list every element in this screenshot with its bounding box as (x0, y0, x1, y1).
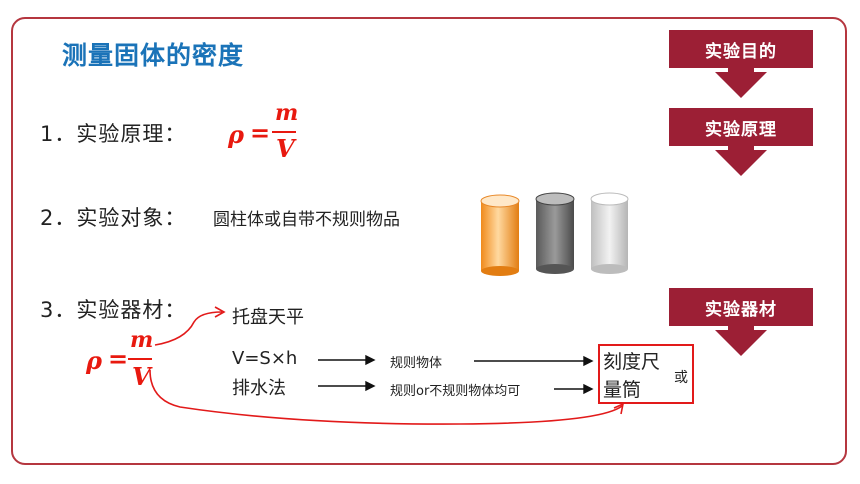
formula2-equals: = (108, 344, 129, 373)
side-arrow-stem-3 (728, 326, 754, 332)
measuring-tools-box (598, 344, 694, 404)
side-arrow-down-1 (715, 72, 767, 98)
method-displacement-note: 规则or不规则物体均可 (390, 384, 521, 399)
method-geometric-note: 规则物体 (390, 356, 443, 371)
section-equipment-label: 3．实验器材： (40, 298, 187, 322)
side-step-purpose: 实验目的 (669, 30, 813, 68)
formula-fraction-bar (272, 131, 296, 133)
arrow-head-box (613, 402, 625, 415)
section-object-content: 圆柱体或自带不规则物品 (213, 210, 400, 230)
formula2-numerator: m (130, 327, 154, 353)
black-arrows (318, 354, 594, 395)
formula2-denominator: V (132, 362, 151, 391)
cylinder-dark-gray (535, 192, 575, 274)
tool-or: 或 (674, 370, 688, 386)
side-arrow-stem-1 (728, 68, 754, 74)
cylinder-light-gray (590, 192, 629, 274)
cylinder-orange (480, 194, 520, 276)
tool-cylinder: 量筒 (603, 379, 642, 401)
tool-ruler: 刻度尺 (603, 351, 661, 373)
equipment-balance: 托盘天平 (232, 307, 304, 328)
formula-denominator: V (276, 134, 295, 163)
formula-equals: = (250, 118, 271, 147)
formula-numerator: m (275, 100, 299, 126)
arrow-to-balance (154, 311, 223, 346)
side-arrow-down-2 (715, 150, 767, 176)
side-arrow-stem-2 (728, 146, 754, 152)
side-step-principle: 实验原理 (669, 108, 813, 146)
side-step-equipment: 实验器材 (669, 288, 813, 326)
section-object-label: 2．实验对象： (40, 206, 187, 230)
page-title: 测量固体的密度 (62, 41, 245, 70)
formula2-rho: ρ (86, 346, 102, 375)
red-arrows (149, 306, 625, 425)
side-arrow-down-3 (715, 330, 767, 356)
slide-frame (11, 17, 847, 465)
formula2-fraction-bar (128, 358, 152, 360)
section-principle-label: 1．实验原理： (40, 122, 187, 146)
formula-rho: ρ (228, 120, 244, 149)
method-geometric: V=S×h (232, 348, 298, 369)
method-displacement: 排水法 (232, 378, 286, 399)
arrow-to-box (149, 369, 623, 425)
arrow-head-balance (214, 306, 226, 318)
